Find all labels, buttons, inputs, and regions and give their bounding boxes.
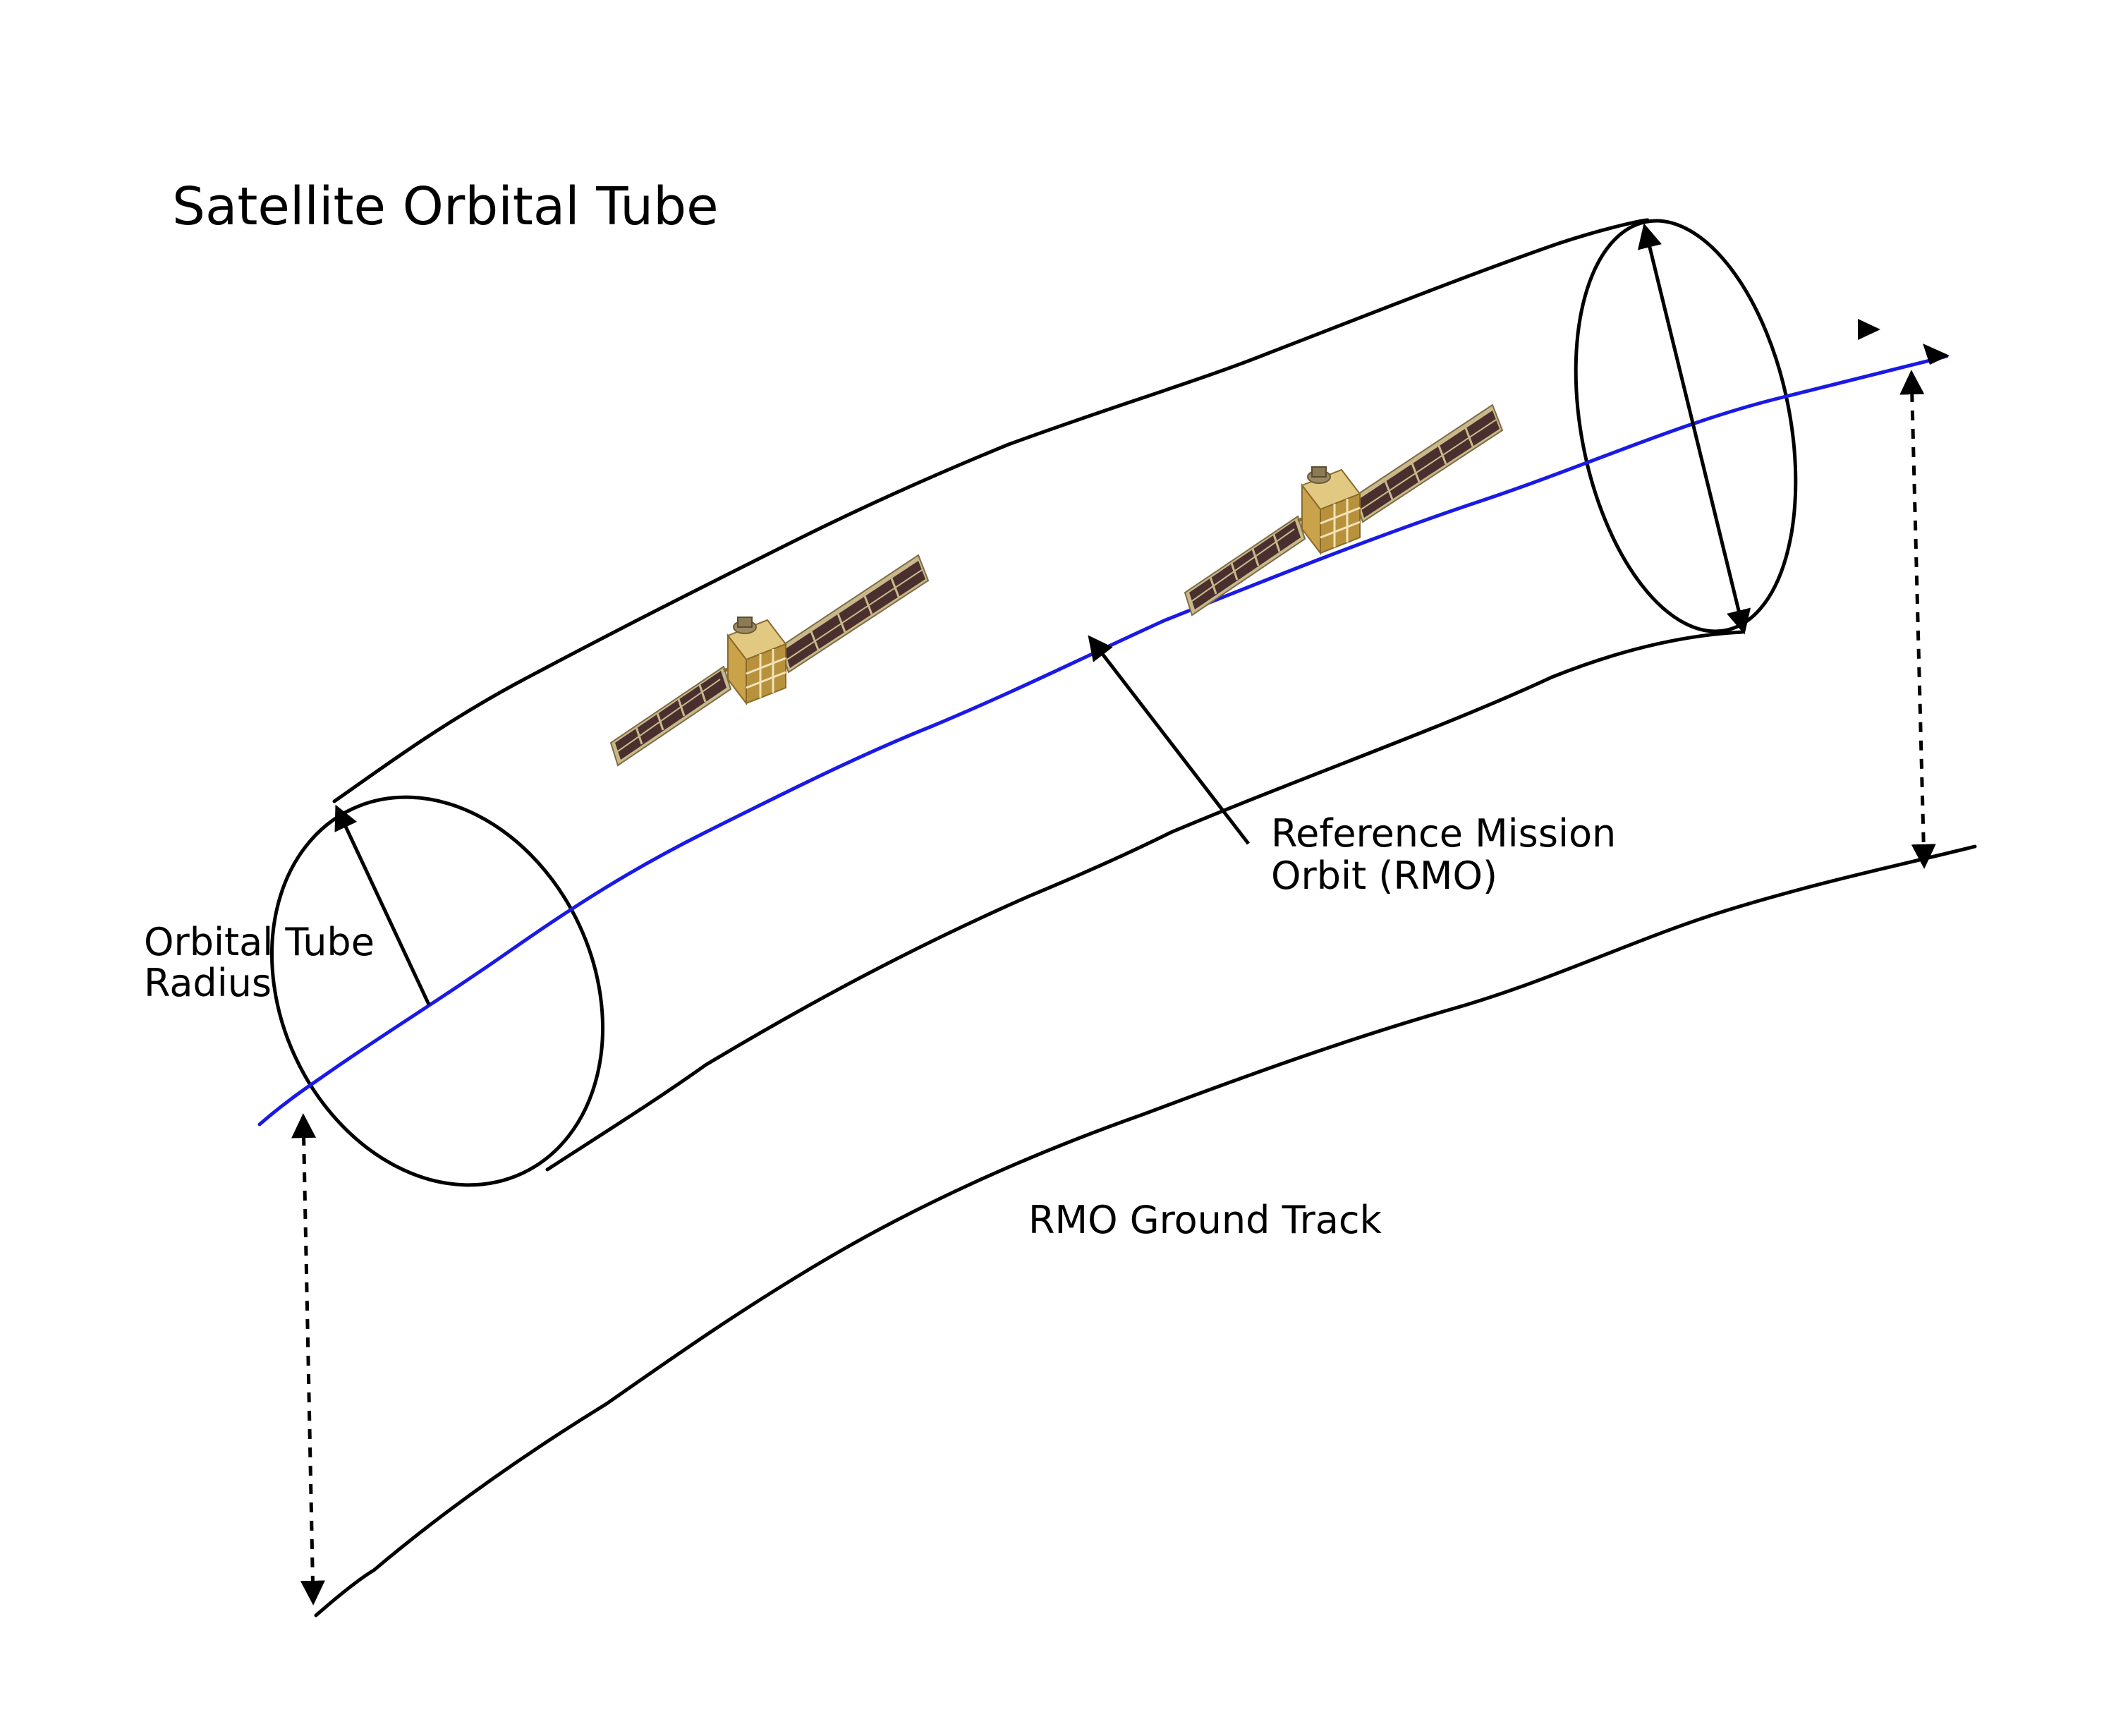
reference-mission-orbit-line (257, 354, 1949, 1127)
rmo-pointer-arrow (1088, 635, 1250, 845)
rmo-label: Reference Mission Orbit (RMO) (1271, 811, 1628, 898)
radius-label-line-1: Orbital Tube (144, 920, 375, 964)
diagram-title: Satellite Orbital Tube (172, 176, 719, 237)
right-altitude-arrow (1899, 370, 1936, 869)
radius-label-line-2: Radius (144, 961, 272, 1005)
rmo-label-line-2: Orbit (RMO) (1271, 854, 1497, 898)
tube-left-end (270, 795, 604, 1187)
direction-triangle-icon (1858, 319, 1880, 340)
satellite-icon (611, 555, 928, 765)
rmo-ground-track-line (314, 844, 1977, 1617)
orbit-direction-arrowhead (1923, 344, 1950, 365)
radius-arrow (334, 804, 431, 1006)
tube-top-edge (332, 218, 1650, 803)
ground-track-label: RMO Ground Track (1028, 1198, 1382, 1242)
tube-bottom-edge (545, 630, 1744, 1172)
rmo-label-line-1: Reference Mission (1271, 811, 1616, 856)
radius-label: Orbital Tube Radius (144, 920, 387, 1005)
right-end-diameter-arrow (1637, 223, 1751, 635)
left-altitude-arrow (291, 1113, 325, 1606)
